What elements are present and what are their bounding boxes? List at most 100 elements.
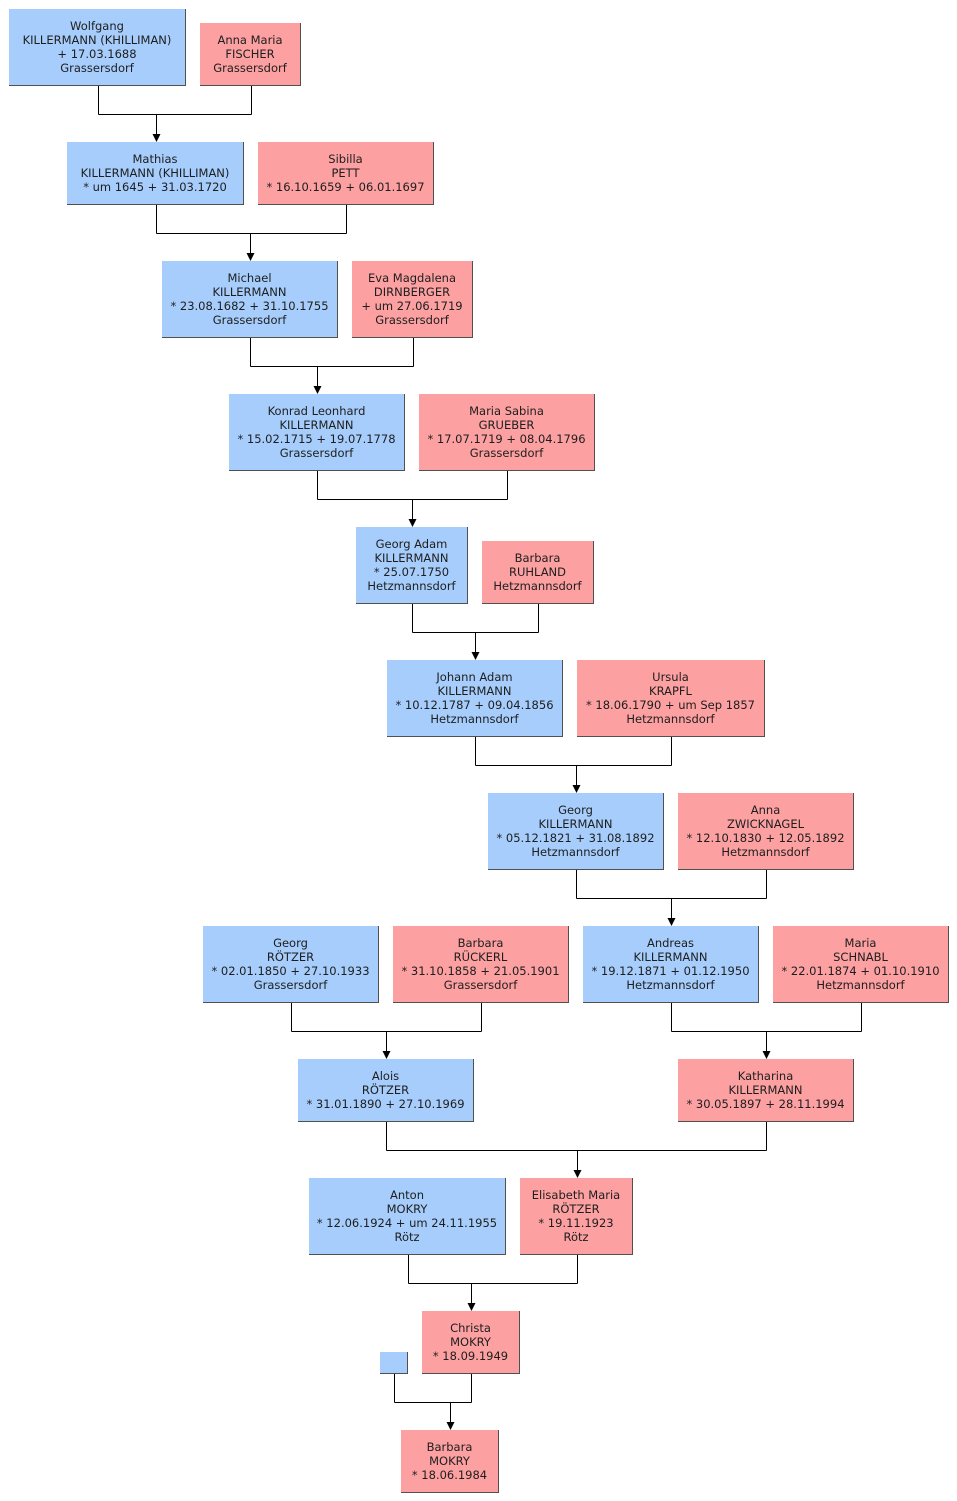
person-line: RUHLAND — [508, 565, 567, 579]
connector-line — [408, 1255, 578, 1305]
person-line: RÖTZER — [266, 950, 315, 964]
person-line: FISCHER — [225, 47, 275, 61]
person-line: * 05.12.1821 + 31.08.1892 — [496, 831, 655, 845]
person-line: Alois — [371, 1069, 400, 1083]
arrow-head — [762, 1051, 771, 1059]
person-line: RÖTZER — [361, 1083, 410, 1097]
person-line: * 15.02.1715 + 19.07.1778 — [237, 432, 396, 446]
arrow-head — [446, 1422, 455, 1430]
person-line: * 30.05.1897 + 28.11.1994 — [686, 1097, 845, 1111]
person-line: * 10.12.1787 + 09.04.1856 — [395, 698, 554, 712]
connector-line — [386, 1122, 767, 1172]
person-line: KILLERMANN — [633, 950, 708, 964]
arrow-head — [572, 785, 581, 793]
person-line: * 22.01.1874 + 01.10.1910 — [781, 964, 940, 978]
person-line: Georg — [558, 803, 593, 817]
person-line: RÖTZER — [552, 1202, 600, 1216]
person-line: * 19.12.1871 + 01.12.1950 — [591, 964, 750, 978]
connector-line — [412, 604, 539, 654]
arrow-head — [573, 1170, 582, 1178]
person-line: DIRNBERGER — [373, 285, 451, 299]
person-line: KRAPFL — [649, 684, 692, 698]
person-line: Maria Sabina — [469, 404, 544, 418]
person-line: Barbara — [426, 1440, 473, 1454]
union-connector — [671, 1003, 862, 1059]
person-line: * um 1645 + 31.03.1720 — [83, 180, 227, 194]
person-line: + 17.03.1688 — [57, 47, 137, 61]
person-line: Georg Adam — [375, 537, 448, 551]
person-line: KILLERMANN — [437, 684, 512, 698]
person-line: KILLERMANN — [728, 1083, 803, 1097]
person-line: MOKRY — [450, 1335, 491, 1349]
person-line: * 18.06.1790 + um Sep 1857 — [586, 698, 755, 712]
connector-line — [156, 205, 347, 255]
connector-line — [291, 1003, 482, 1053]
person-line: + um 27.06.1719 — [361, 299, 463, 313]
arrow-head — [408, 519, 417, 527]
person-line: Elisabeth Maria — [531, 1188, 621, 1202]
union-connector — [576, 870, 767, 926]
person-line: Rötz — [394, 1230, 420, 1244]
person-line: Hetzmannsdorf — [626, 712, 715, 726]
arrow-head — [313, 386, 322, 394]
person-line: Grassersdorf — [213, 61, 287, 75]
person-p24[interactable] — [380, 1352, 408, 1374]
arrow-head — [246, 253, 255, 261]
union-connector — [291, 1003, 482, 1059]
person-line: Hetzmannsdorf — [531, 845, 620, 859]
arrow-head — [382, 1051, 391, 1059]
person-line: Ursula — [652, 670, 689, 684]
person-line: * 17.07.1719 + 08.04.1796 — [427, 432, 586, 446]
union-connector — [386, 1122, 767, 1178]
person-line: Grassersdorf — [212, 313, 287, 327]
person-line: KILLERMANN — [212, 285, 287, 299]
person-line: * 16.10.1659 + 06.01.1697 — [266, 180, 425, 194]
person-line: Michael — [227, 271, 272, 285]
person-line: KILLERMANN (KHILLIMAN) — [80, 166, 230, 180]
person-line: Maria — [844, 936, 877, 950]
person-line: GRUEBER — [478, 418, 535, 432]
person-line: * 12.06.1924 + um 24.11.1955 — [316, 1216, 498, 1230]
union-connector — [475, 737, 672, 793]
person-line: Grassersdorf — [253, 978, 328, 992]
arrow-head — [667, 918, 676, 926]
person-line: * 12.10.1830 + 12.05.1892 — [686, 831, 845, 845]
connector-line — [317, 471, 508, 521]
person-line: Grassersdorf — [443, 978, 518, 992]
union-connector — [394, 1374, 472, 1430]
person-line: * 18.09.1949 — [432, 1349, 509, 1363]
connector-line — [394, 1374, 472, 1424]
person-line: Barbara — [457, 936, 504, 950]
person-line: Eva Magdalena — [368, 271, 456, 285]
connector-line — [475, 737, 672, 787]
connector-line — [576, 870, 767, 920]
person-line: * 02.01.1850 + 27.10.1933 — [211, 964, 370, 978]
person-line: KILLERMANN — [374, 551, 449, 565]
union-connector — [412, 604, 539, 660]
